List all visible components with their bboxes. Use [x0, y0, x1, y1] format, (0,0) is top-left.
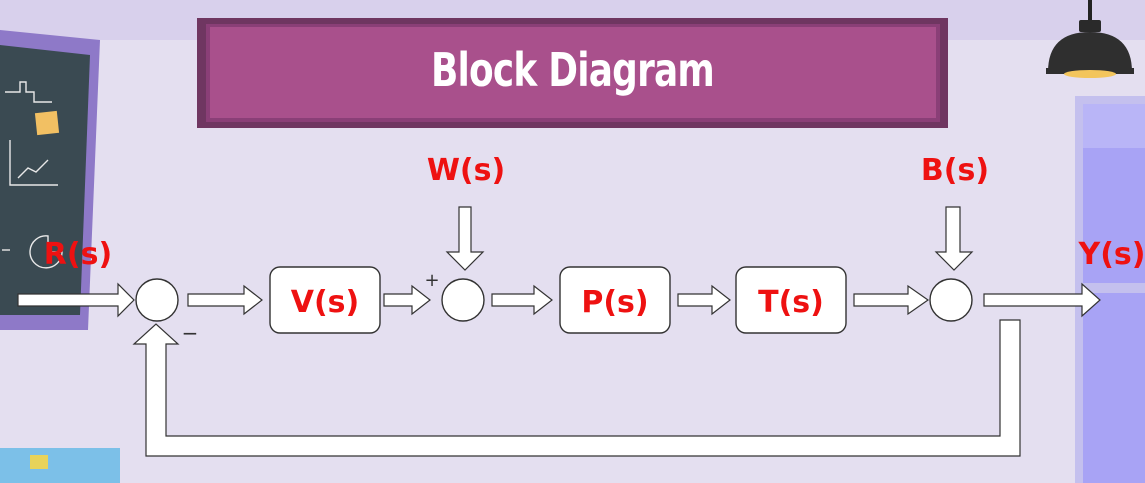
- arrow-v-to-sum2: [383, 284, 431, 316]
- chalkboard-illustration: [0, 30, 100, 330]
- minus-sign: −: [182, 321, 199, 345]
- block-label-v: V(s): [291, 285, 360, 320]
- block-label-t: T(s): [758, 285, 824, 320]
- disturbance-arrow-b: [934, 206, 974, 271]
- input-arrow: [17, 282, 135, 318]
- signal-label-y: Y(s): [1077, 237, 1145, 272]
- bottom-left-sticky: [30, 455, 48, 469]
- pendant-lamp-illustration: [1046, 0, 1134, 78]
- feedback-path: [132, 319, 1021, 457]
- output-arrow: [983, 282, 1101, 318]
- page-title: Block Diagram: [430, 43, 715, 97]
- title-banner: [197, 18, 948, 128]
- signal-label-w: W(s): [427, 153, 505, 188]
- block-label-p: P(s): [581, 285, 648, 320]
- summing-junction-2: [441, 278, 485, 322]
- bottom-left-decoration: [0, 448, 120, 483]
- disturbance-arrow-w: [445, 206, 485, 271]
- arrow-p-to-t: [677, 284, 731, 316]
- summing-junction-1: [135, 278, 179, 322]
- block-t: [735, 266, 847, 334]
- arrow-sum1-to-v: [187, 284, 263, 316]
- summing-junction-3: [929, 278, 973, 322]
- arrow-sum2-to-p: [491, 284, 553, 316]
- title-container: Block Diagram: [197, 18, 948, 128]
- plus-sign: +: [424, 270, 439, 291]
- block-p: [559, 266, 671, 334]
- arrow-t-to-sum3: [853, 284, 930, 316]
- signal-label-r: R(s): [44, 237, 112, 272]
- signal-label-b: B(s): [921, 153, 989, 188]
- block-v: [269, 266, 381, 334]
